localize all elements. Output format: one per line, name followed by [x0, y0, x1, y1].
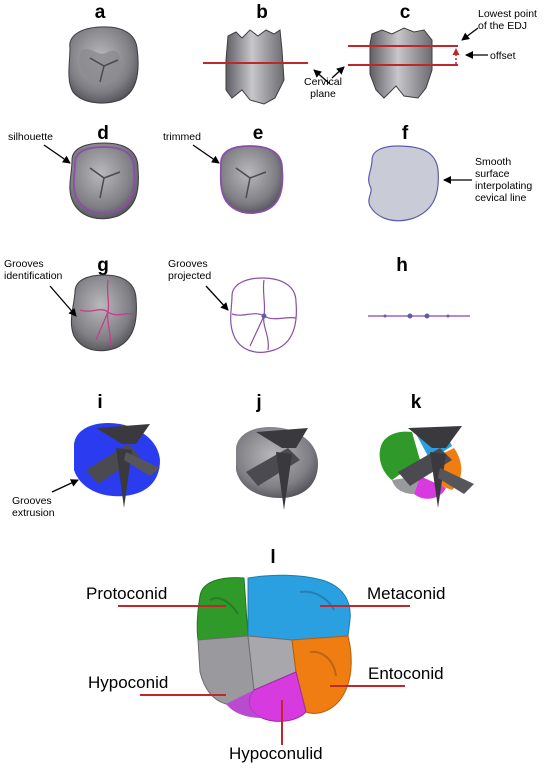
protoconid-label: Protoconid: [86, 584, 168, 603]
grooves-flat-h: [368, 313, 470, 319]
panel-label-k: k: [410, 392, 422, 413]
panel-label-l: l: [270, 547, 276, 568]
cervical-plane-label: Cervical plane: [304, 76, 342, 100]
smooth-surface-f: [368, 145, 439, 222]
grooves-identification-label: Grooves identification: [4, 258, 63, 282]
grooves-with-tooth-j: [236, 426, 318, 510]
hypoconulid-label: Hypoconulid: [229, 744, 323, 763]
tooth-silhouette-d: [69, 142, 139, 220]
tooth-grooves-g: [70, 274, 137, 352]
panel-label-j: j: [256, 392, 262, 413]
entoconid-label: Entoconid: [368, 664, 444, 683]
panel-label-d: d: [97, 123, 109, 144]
grooves-projected-outline: [230, 277, 297, 353]
panel-label-c: c: [399, 2, 411, 23]
grooves-projected-label: Grooves projected: [168, 258, 212, 282]
tooth-side-b: [203, 29, 308, 105]
offset-label: offset: [490, 50, 516, 62]
metaconid-label: Metaconid: [367, 584, 446, 603]
panel-label-a: a: [94, 2, 106, 23]
smooth-surface-label: Smooth surface interpolating cevical lin…: [475, 156, 533, 204]
hypoconid-label: Hypoconid: [88, 673, 169, 692]
tooth-side-c: [348, 27, 460, 99]
lowest-point-label: Lowest point of the EDJ: [478, 8, 537, 32]
panel-label-e: e: [252, 123, 264, 144]
panel-label-g: g: [97, 255, 109, 276]
panel-label-f: f: [401, 123, 409, 144]
grooves-extrusion-label: Grooves extrusion: [12, 495, 55, 519]
panel-label-h: h: [396, 255, 408, 276]
tooth-trimmed-e: [219, 145, 284, 214]
segmented-cusps-k: [379, 426, 474, 508]
panel-label-i: i: [97, 392, 103, 413]
panel-label-b: b: [256, 2, 268, 23]
tooth-occlusal-a: [68, 26, 139, 104]
trimmed-label: trimmed: [163, 131, 201, 143]
silhouette-label: silhouette: [8, 131, 53, 143]
segmented-tooth-l: [196, 574, 352, 722]
grooves-extrusion-i: [74, 422, 160, 508]
